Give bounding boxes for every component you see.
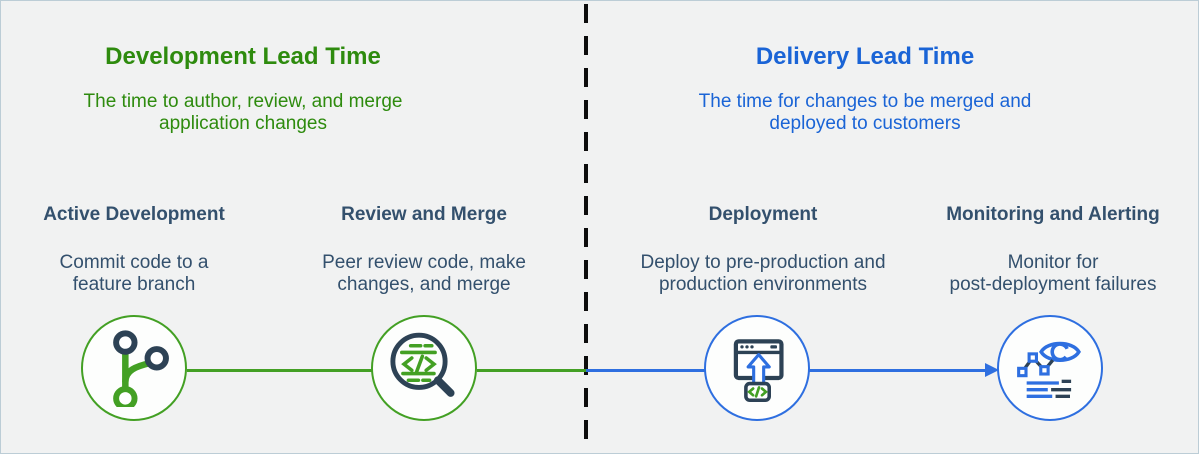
code-review-magnifier-icon bbox=[390, 332, 455, 397]
dashed-divider-line bbox=[584, 4, 588, 449]
monitoring-eye-chart-icon bbox=[1017, 341, 1081, 398]
stage-review-and-merge: Review and Merge Peer review code, make … bbox=[294, 204, 554, 296]
connector-dev-2 bbox=[477, 369, 586, 372]
stage-title: Review and Merge bbox=[341, 204, 507, 225]
stage-description: Deploy to pre-production and production … bbox=[640, 252, 886, 295]
stage-title: Monitoring and Alerting bbox=[946, 204, 1160, 225]
development-title: Development Lead Time bbox=[105, 43, 381, 70]
review-and-merge-node bbox=[371, 315, 477, 421]
development-subtitle: The time to author, review, and merge ap… bbox=[83, 91, 403, 134]
stage-title: Deployment bbox=[708, 204, 818, 225]
stage-title: Active Development bbox=[43, 204, 225, 225]
stage-description: Monitor for post-deployment failures bbox=[949, 252, 1157, 295]
stage-deployment: Deployment Deploy to pre-production and … bbox=[618, 204, 908, 296]
stage-monitoring-and-alerting: Monitoring and Alerting Monitor for post… bbox=[918, 204, 1188, 296]
delivery-title: Delivery Lead Time bbox=[755, 43, 975, 70]
connector-delivery-2 bbox=[808, 369, 986, 372]
delivery-section-header: Delivery Lead Time The time for changes … bbox=[665, 43, 1065, 135]
stage-active-development: Active Development Commit code to a feat… bbox=[9, 204, 259, 296]
stage-description: Peer review code, make changes, and merg… bbox=[322, 252, 526, 295]
monitoring-node bbox=[997, 315, 1103, 421]
arrow-head-icon bbox=[985, 363, 999, 377]
delivery-subtitle: The time for changes to be merged and de… bbox=[698, 91, 1032, 134]
connector-delivery-1 bbox=[586, 369, 706, 372]
active-development-node bbox=[81, 315, 187, 421]
deployment-node bbox=[704, 315, 810, 421]
deploy-window-arrow-icon bbox=[733, 339, 784, 402]
git-branch-icon bbox=[113, 330, 169, 407]
connector-dev-1 bbox=[187, 369, 372, 372]
stage-description: Commit code to a feature branch bbox=[59, 252, 209, 295]
development-section-header: Development Lead Time The time to author… bbox=[43, 43, 443, 135]
